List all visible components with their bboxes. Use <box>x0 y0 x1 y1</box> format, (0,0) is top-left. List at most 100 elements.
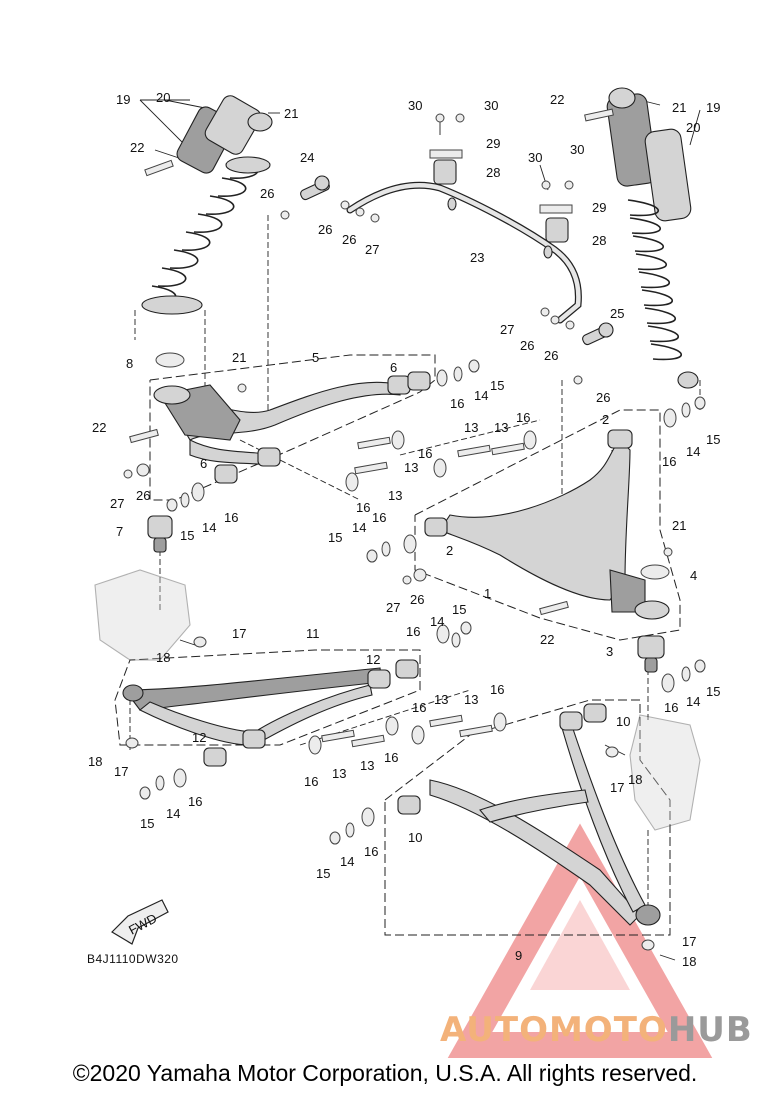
callout-15: 15 <box>706 684 720 699</box>
callout-5: 5 <box>312 350 319 365</box>
callout-26: 26 <box>544 348 558 363</box>
callout-16: 16 <box>490 682 504 697</box>
callout-13: 13 <box>464 420 478 435</box>
callout-14: 14 <box>686 694 700 709</box>
left-shock-absorber <box>141 95 273 315</box>
callout-8: 8 <box>126 356 133 371</box>
callout-30: 30 <box>528 150 542 165</box>
callout-30: 30 <box>484 98 498 113</box>
callout-14: 14 <box>430 614 444 629</box>
callout-17: 17 <box>232 626 246 641</box>
callout-30: 30 <box>570 142 584 157</box>
bolts <box>129 108 614 748</box>
callout-26: 26 <box>136 488 150 503</box>
callout-2: 2 <box>602 412 609 427</box>
callout-27: 27 <box>110 496 124 511</box>
callout-19: 19 <box>706 100 720 115</box>
callout-16: 16 <box>406 624 420 639</box>
callout-19: 19 <box>116 92 130 107</box>
callout-18: 18 <box>156 650 170 665</box>
callout-28: 28 <box>486 165 500 180</box>
callout-26: 26 <box>342 232 356 247</box>
callout-16: 16 <box>418 446 432 461</box>
callout-26: 26 <box>410 592 424 607</box>
callout-22: 22 <box>550 92 564 107</box>
callout-16: 16 <box>372 510 386 525</box>
callout-12: 12 <box>366 652 380 667</box>
callout-26: 26 <box>318 222 332 237</box>
callout-13: 13 <box>464 692 478 707</box>
callout-16: 16 <box>356 500 370 515</box>
right-shock-absorber <box>606 87 699 389</box>
callout-14: 14 <box>202 520 216 535</box>
callout-26: 26 <box>260 186 274 201</box>
assembly-boxes <box>114 354 681 936</box>
callout-24: 24 <box>300 150 314 165</box>
upper-arm-right <box>424 429 670 620</box>
lower-arm-left <box>122 659 419 767</box>
callout-1: 1 <box>484 586 491 601</box>
callout-26: 26 <box>520 338 534 353</box>
callout-11: 11 <box>306 626 320 641</box>
callout-16: 16 <box>188 794 202 809</box>
forward-arrow-icon: FWD <box>111 899 169 945</box>
callout-13: 13 <box>388 488 402 503</box>
callout-numbers: 19 20 21 22 24 26 26 26 27 30 30 29 28 2… <box>88 90 720 969</box>
callout-4: 4 <box>690 568 697 583</box>
callout-10: 10 <box>408 830 422 845</box>
callout-13: 13 <box>360 758 374 773</box>
watermark-text: AUTOMOTOHUB <box>440 1010 753 1050</box>
callout-12: 12 <box>192 730 206 745</box>
callout-14: 14 <box>340 854 354 869</box>
watermark-logo <box>447 823 713 1058</box>
callout-20: 20 <box>686 120 700 135</box>
callout-18: 18 <box>628 772 642 787</box>
callout-16: 16 <box>412 700 426 715</box>
callout-26: 26 <box>596 390 610 405</box>
lower-arm-right <box>397 703 661 926</box>
callout-15: 15 <box>452 602 466 617</box>
callout-21: 21 <box>672 100 686 115</box>
callout-15: 15 <box>328 530 342 545</box>
callout-6: 6 <box>390 360 397 375</box>
callout-7: 7 <box>116 524 123 539</box>
callout-23: 23 <box>470 250 484 265</box>
callout-13: 13 <box>404 460 418 475</box>
stabilizer-bushings-and-holders <box>429 113 574 243</box>
steering-knuckles <box>94 569 701 831</box>
washers-and-nuts <box>123 352 706 951</box>
callout-17: 17 <box>682 934 696 949</box>
callout-29: 29 <box>592 200 606 215</box>
stabilizer-bar <box>346 181 582 324</box>
stabilizer-links <box>280 175 614 385</box>
callout-16: 16 <box>364 844 378 859</box>
callout-13: 13 <box>434 692 448 707</box>
callout-27: 27 <box>365 242 379 257</box>
callout-15: 15 <box>316 866 330 881</box>
callout-14: 14 <box>352 520 366 535</box>
callout-15: 15 <box>490 378 504 393</box>
callout-13: 13 <box>332 766 346 781</box>
callout-21: 21 <box>232 350 246 365</box>
watermark-part1: AUTOMOTO <box>440 1010 668 1050</box>
callout-29: 29 <box>486 136 500 151</box>
callout-27: 27 <box>386 600 400 615</box>
callout-16: 16 <box>516 410 530 425</box>
callout-6: 6 <box>200 456 207 471</box>
callout-18: 18 <box>682 954 696 969</box>
callout-3: 3 <box>606 644 613 659</box>
callout-16: 16 <box>304 774 318 789</box>
watermark-part2: HUB <box>667 1010 753 1050</box>
callout-22: 22 <box>92 420 106 435</box>
callout-15: 15 <box>706 432 720 447</box>
callout-9: 9 <box>515 948 522 963</box>
callout-16: 16 <box>384 750 398 765</box>
callout-13: 13 <box>494 420 508 435</box>
callout-22: 22 <box>130 140 144 155</box>
callout-27: 27 <box>500 322 514 337</box>
upper-arm-left <box>153 371 431 484</box>
callout-18: 18 <box>88 754 102 769</box>
callout-15: 15 <box>140 816 154 831</box>
callout-10: 10 <box>616 714 630 729</box>
